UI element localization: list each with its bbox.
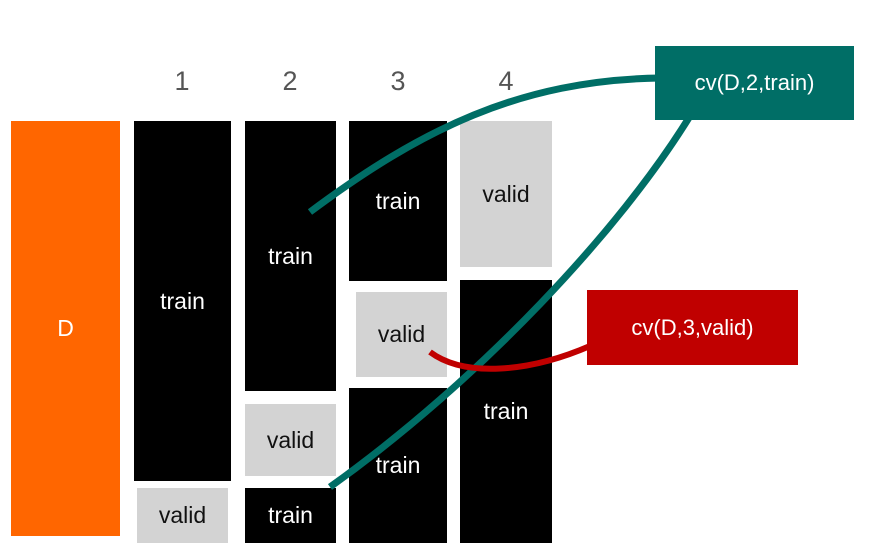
- fold-number-3: 3: [390, 66, 406, 96]
- fold-number-4: 4: [498, 66, 514, 96]
- dataset-block: D: [11, 121, 120, 536]
- fold-4-valid-block: valid: [460, 121, 552, 267]
- red-connector-to-valid: [428, 343, 592, 372]
- block-label: valid: [266, 426, 315, 453]
- fold-2-train-block-top: train: [245, 121, 336, 391]
- fold-1-valid-block: valid: [137, 488, 228, 543]
- fold-number-1: 1: [174, 66, 190, 96]
- callout-label: cv(D,3,valid): [631, 314, 754, 340]
- fold-3-train-block-top: train: [349, 121, 447, 281]
- fold-4-train-block: train: [460, 280, 552, 543]
- callout-cv-d-3-valid: cv(D,3,valid): [587, 290, 798, 365]
- fold-3-valid-block: valid: [356, 292, 447, 377]
- block-label: train: [268, 242, 313, 269]
- block-label: train: [160, 287, 205, 314]
- dataset-label: D: [57, 315, 74, 341]
- fold-2-train-block-bottom: train: [245, 488, 336, 543]
- block-label: valid: [482, 180, 530, 207]
- callout-label: cv(D,2,train): [694, 70, 815, 95]
- fold-2-valid-block: valid: [245, 404, 336, 476]
- block-label: train: [375, 187, 421, 214]
- teal-connector-to-train-bottom: [327, 114, 693, 490]
- block-label: valid: [377, 321, 426, 347]
- fold-1-train-block: train: [134, 121, 231, 481]
- block-label: train: [375, 452, 421, 478]
- callout-cv-d-2-train: cv(D,2,train): [655, 46, 854, 120]
- fold-number-2: 2: [282, 66, 298, 96]
- fold-3-train-block-bottom: train: [349, 388, 447, 543]
- block-label: valid: [158, 502, 207, 528]
- block-label: train: [268, 502, 313, 528]
- teal-connector-to-train-top: [307, 74, 661, 215]
- block-label: train: [483, 398, 529, 424]
